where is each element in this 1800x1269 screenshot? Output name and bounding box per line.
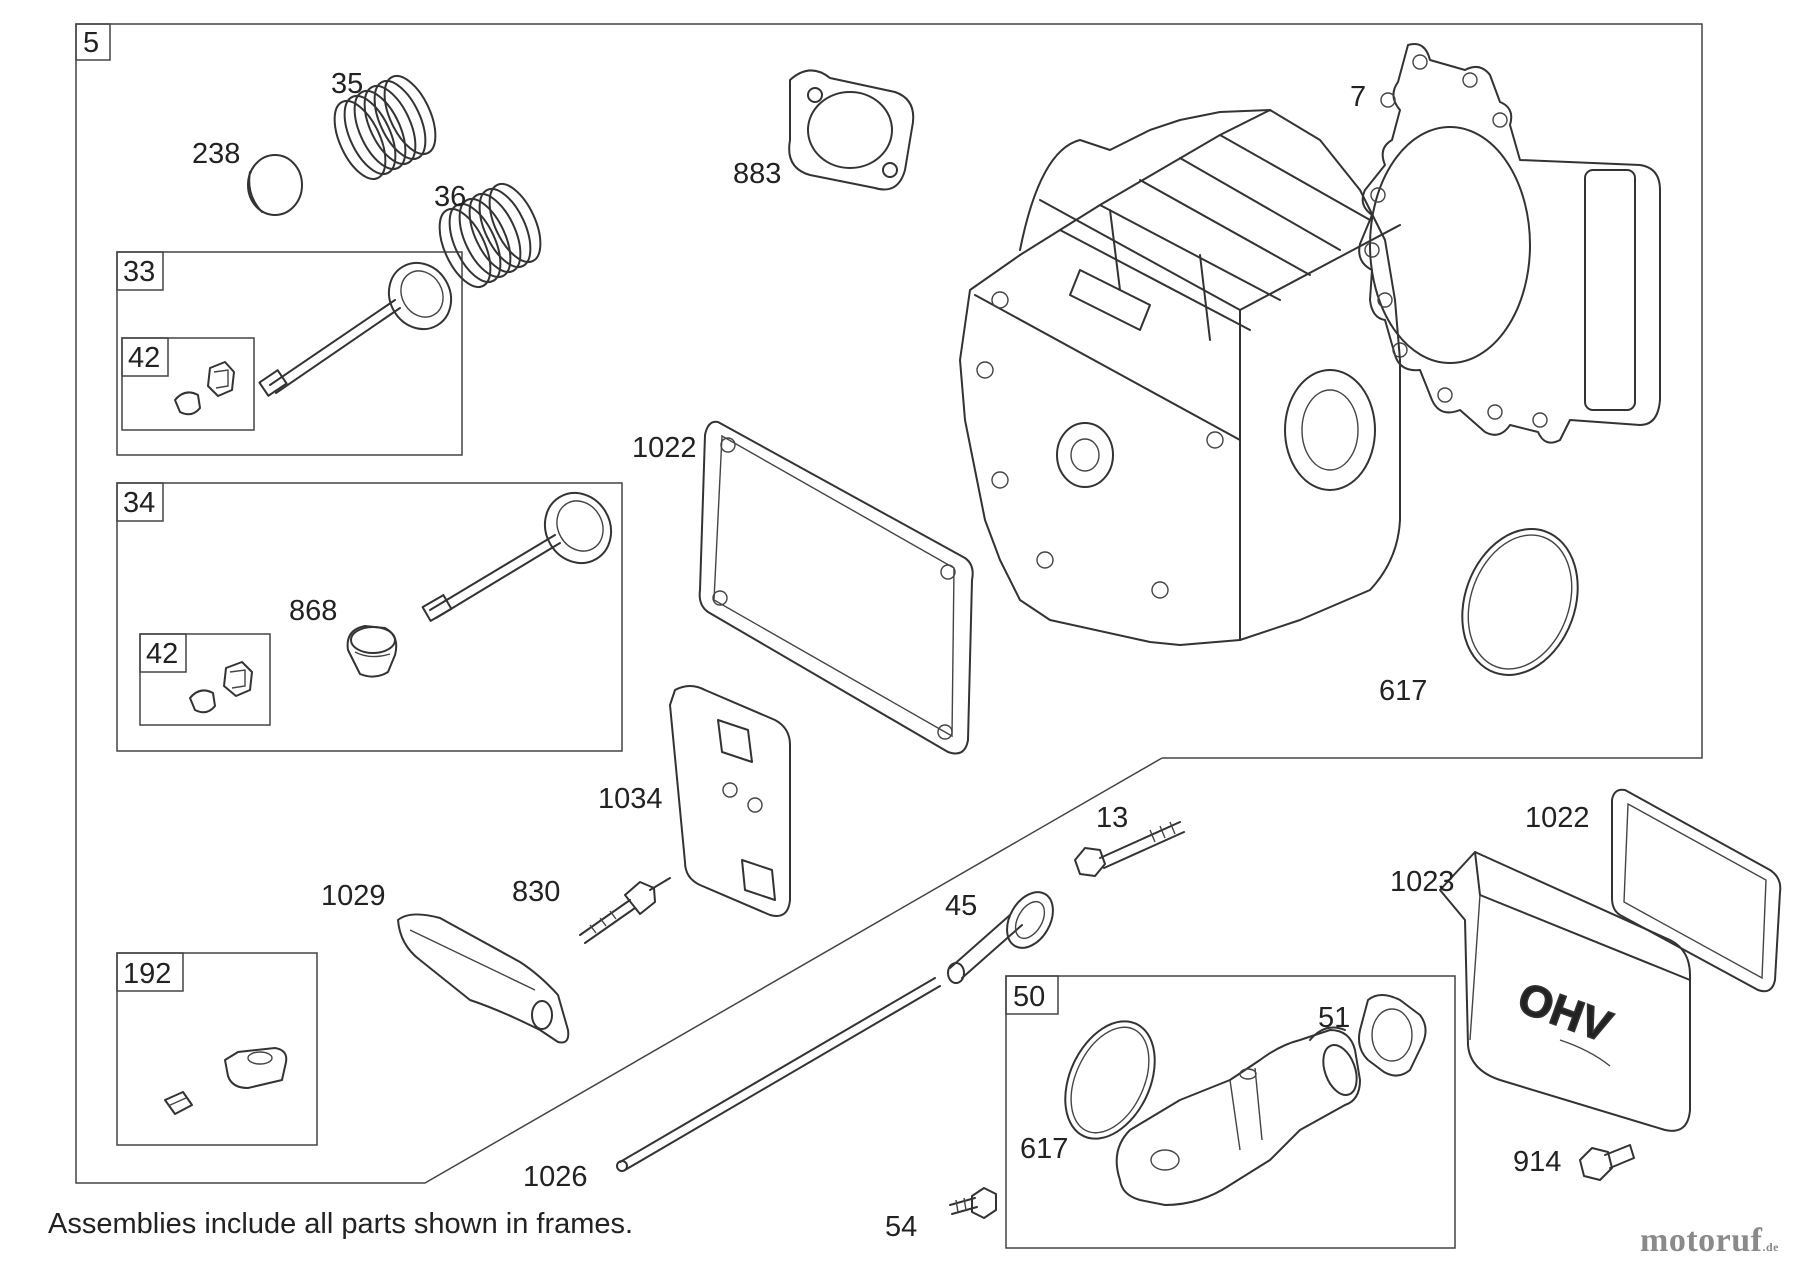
assembly-frame-42b: [139, 633, 271, 726]
callout-192: 192: [123, 958, 171, 990]
valve-cover-gasket-icon: [1611, 788, 1782, 993]
callout-42b: 42: [146, 638, 178, 670]
valve-spring-icon: [333, 75, 437, 180]
callout-51: 51: [1318, 1002, 1350, 1034]
callout-54: 54: [885, 1211, 917, 1243]
brand-name: motoruf: [1640, 1222, 1763, 1259]
callout-1029: 1029: [321, 880, 386, 912]
frame-33-labelbox: [116, 251, 164, 291]
callout-914: 914: [1513, 1146, 1561, 1178]
callout-50: 50: [1013, 981, 1045, 1013]
exhaust-gasket-icon: [788, 69, 915, 191]
callout-35: 35: [331, 68, 363, 100]
valve-icon: [421, 491, 613, 622]
callout-42a: 42: [128, 342, 160, 374]
assembly-frame-192: [116, 952, 318, 1146]
o-ring-icon: [1461, 528, 1579, 676]
valve-keeper-icon: [174, 361, 235, 416]
callout-830: 830: [512, 876, 560, 908]
callout-1023: 1023: [1390, 866, 1455, 898]
callout-34: 34: [123, 487, 155, 519]
callout-5: 5: [83, 27, 99, 59]
head-gasket-icon: [1358, 43, 1661, 444]
callout-238: 238: [192, 138, 240, 170]
assembly-frame-42a: [121, 337, 255, 431]
bolt-icon: [949, 1187, 997, 1219]
valve-seal-icon: [346, 625, 398, 678]
callout-883: 883: [733, 158, 781, 190]
callout-1022b: 1022: [1525, 802, 1590, 834]
callout-617a: 617: [1379, 675, 1427, 707]
frame-50-labelbox: [1005, 975, 1059, 1015]
bolt-icon: [1579, 1144, 1635, 1181]
push-rod-guide-plate-icon: [669, 685, 791, 917]
cylinder-head-icon: [959, 109, 1401, 646]
o-ring-icon: [1064, 1020, 1156, 1140]
footnote-text: Assemblies include all parts shown in fr…: [48, 1208, 634, 1240]
rocker-arm-icon: [397, 913, 570, 1044]
frame-5-labelbox: [75, 23, 111, 61]
assembly-frame-50: [1005, 975, 1456, 1249]
callout-45: 45: [945, 890, 977, 922]
callout-13: 13: [1096, 802, 1128, 834]
callout-1034: 1034: [598, 783, 663, 815]
frame-192-labelbox: [116, 952, 184, 992]
brand-tld: .de: [1762, 1240, 1779, 1254]
callout-1026: 1026: [523, 1161, 588, 1193]
valve-keeper-icon: [189, 661, 253, 714]
push-rod-guide-icon: [947, 891, 1054, 984]
callout-1022a: 1022: [632, 432, 697, 464]
intake-manifold-icon: [1115, 1026, 1361, 1206]
svg-text:OHV: OHV: [1512, 973, 1619, 1052]
assembly-frame-33: [116, 251, 463, 456]
callout-868: 868: [289, 595, 337, 627]
rocker-stud-icon: [1074, 821, 1185, 877]
valve-icon: [258, 261, 453, 397]
assembly-frame-34: [116, 482, 623, 752]
callout-7: 7: [1350, 81, 1366, 113]
stud-icon: [579, 877, 671, 944]
breather-icon: [164, 1047, 288, 1115]
frame-34-labelbox: [116, 482, 164, 522]
frame-42b-labelbox: [139, 633, 187, 673]
intake-gasket-icon: [1358, 994, 1427, 1077]
push-rod-icon: [616, 977, 941, 1172]
callout-617b: 617: [1020, 1133, 1068, 1165]
watermark-logo: motoruf.de: [1640, 1222, 1779, 1260]
valve-cap-icon: [247, 154, 303, 216]
callout-33: 33: [123, 256, 155, 288]
callout-36: 36: [434, 181, 466, 213]
frame-42a-labelbox: [121, 337, 169, 377]
valve-cover-icon: OHV: [1439, 851, 1691, 1132]
valve-spring-icon: [438, 183, 542, 288]
rocker-cover-gasket-icon: [698, 420, 974, 755]
